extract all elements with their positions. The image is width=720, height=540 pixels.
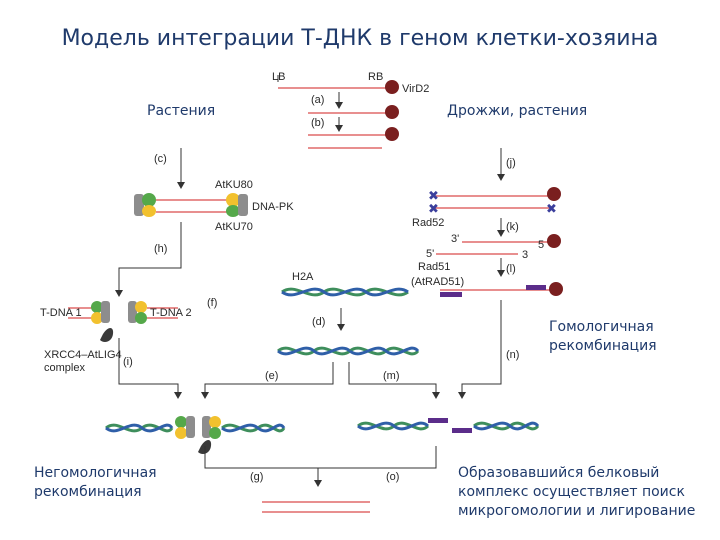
arrow-h [115,222,182,297]
caption-complex-line1: Образовавшийся белковый [458,465,660,481]
atku70-label: AtKU70 [215,221,253,233]
complex-label: complex [44,362,85,374]
ku-yellow [175,427,187,439]
ku70-yellow [226,193,240,207]
five-prime-bottom-label: 5' [426,248,434,260]
caption-homologous-line1: Гомологичная [549,319,654,335]
vird2-protein [385,80,399,94]
step-i-label: (i) [123,356,133,368]
xrcc4-label: XRCC4–AtLIG4 [44,349,122,361]
ku-yellow [135,301,147,313]
tdna-top-group: LB RB VirD2 (a) (b) [272,71,429,149]
dna-helix-strand [105,423,174,433]
ku-gray-block [134,194,144,216]
rad52-label: Rad52 [412,217,444,229]
tdna2-label: T-DNA 2 [150,307,192,319]
ku-gray-block [101,301,110,323]
ku70-yellow [142,205,156,217]
xrcc4-ligase-shape [100,328,114,342]
ku-green [175,416,187,428]
step-d-label: (d) [312,316,325,328]
dna-helix-strand [357,421,430,431]
rad52-marker: ✖ [428,188,439,203]
dna-helix-strand [277,346,351,356]
chromatin-group: H2A (d) (e) (m) [201,271,440,399]
arrow-e [201,362,334,399]
rad51-label: Rad51 [418,261,450,273]
step-f-label: (f) [207,297,217,309]
ku-gray-block [186,416,195,438]
ku-green [135,312,147,324]
slide-title: Модель интеграции Т-ДНК в геном клетки-х… [61,26,659,51]
ku-yellow [209,416,221,428]
ku-gray-block [128,301,137,323]
atku80-label: AtKU80 [215,179,253,191]
step-b-label: (b) [311,117,324,129]
rad51-filament [452,428,472,433]
dna-helix-strand [349,346,420,356]
step-c-label: (c) [154,153,167,165]
dna-helix-strand [221,423,286,433]
ku80-green [226,205,240,217]
vird2-label: VirD2 [402,83,429,95]
vird2-protein [549,282,563,296]
arrow-m [348,362,440,399]
rad52-marker: ✖ [428,201,439,216]
three-bottom-label: 3 [522,249,528,261]
plants-branch: (c) AtKU80 DNA-PK AtKU70 (h) T-DNA 1 [40,148,294,399]
dna-helix-strand [473,421,540,431]
ku-green [209,427,221,439]
step-n-label: (n) [506,349,519,361]
step-o-label: (o) [386,471,399,483]
step-h-label: (h) [154,243,167,255]
arrow-g [204,446,322,487]
five-prime-label: 5 [538,239,544,251]
caption-nonhomologous-line2: рекомбинация [34,484,142,500]
arrow-i [118,338,182,399]
h2a-label: H2A [292,271,314,283]
caption-yeast-plants: Дрожжи, растения [447,103,588,119]
arrow-o [318,446,437,469]
rad52-marker: ✖ [546,201,557,216]
lb-label: LB [272,71,285,83]
dna-helix-strand [281,287,409,297]
ku-green [91,301,103,313]
integration-sites: (g) (o) [105,416,540,513]
caption-complex: Образовавшийся белковый комплекс осущест… [458,464,695,521]
step-a-label: (a) [311,94,324,106]
caption-nonhomologous-line1: Негомологичная [34,465,157,481]
rb-label: RB [368,71,383,83]
step-l-label: (l) [506,263,516,275]
atrad51-label: (AtRAD51) [411,276,464,288]
rad51-filament [428,418,448,423]
dna-pk-label: DNA-PK [252,201,294,213]
ku-gray-block [202,416,211,438]
caption-homologous-line2: рекомбинация [549,338,657,354]
rad51-filament [440,292,462,297]
step-e-label: (e) [265,370,278,382]
tdna1-label: T-DNA 1 [40,307,82,319]
rad51-filament [526,285,546,290]
caption-complex-line2: комплекс осуществляет поиск [458,484,685,500]
ku80-green [142,193,156,207]
caption-plants: Растения [147,103,216,119]
step-m-label: (m) [383,370,400,382]
yeast-branch: (j) ✖ ✖ ✖ Rad52 (k) 3' 5 5' 3 (l) Rad51 … [411,148,563,399]
caption-nonhomologous: Негомологичная рекомбинация [34,464,157,502]
ku-yellow [91,312,103,324]
vird2-protein [547,234,561,248]
three-prime-label: 3' [451,233,459,245]
step-k-label: (k) [506,221,519,233]
step-g-label: (g) [250,471,263,483]
vird2-protein [385,127,399,141]
step-j-label: (j) [506,157,516,169]
caption-complex-line3: микрогомологии и лигирование [458,503,696,519]
vird2-protein [385,105,399,119]
vird2-protein [547,187,561,201]
ku-gray-block [238,194,248,216]
arrow-n [458,300,502,399]
caption-homologous: Гомологичная рекомбинация [549,318,657,356]
